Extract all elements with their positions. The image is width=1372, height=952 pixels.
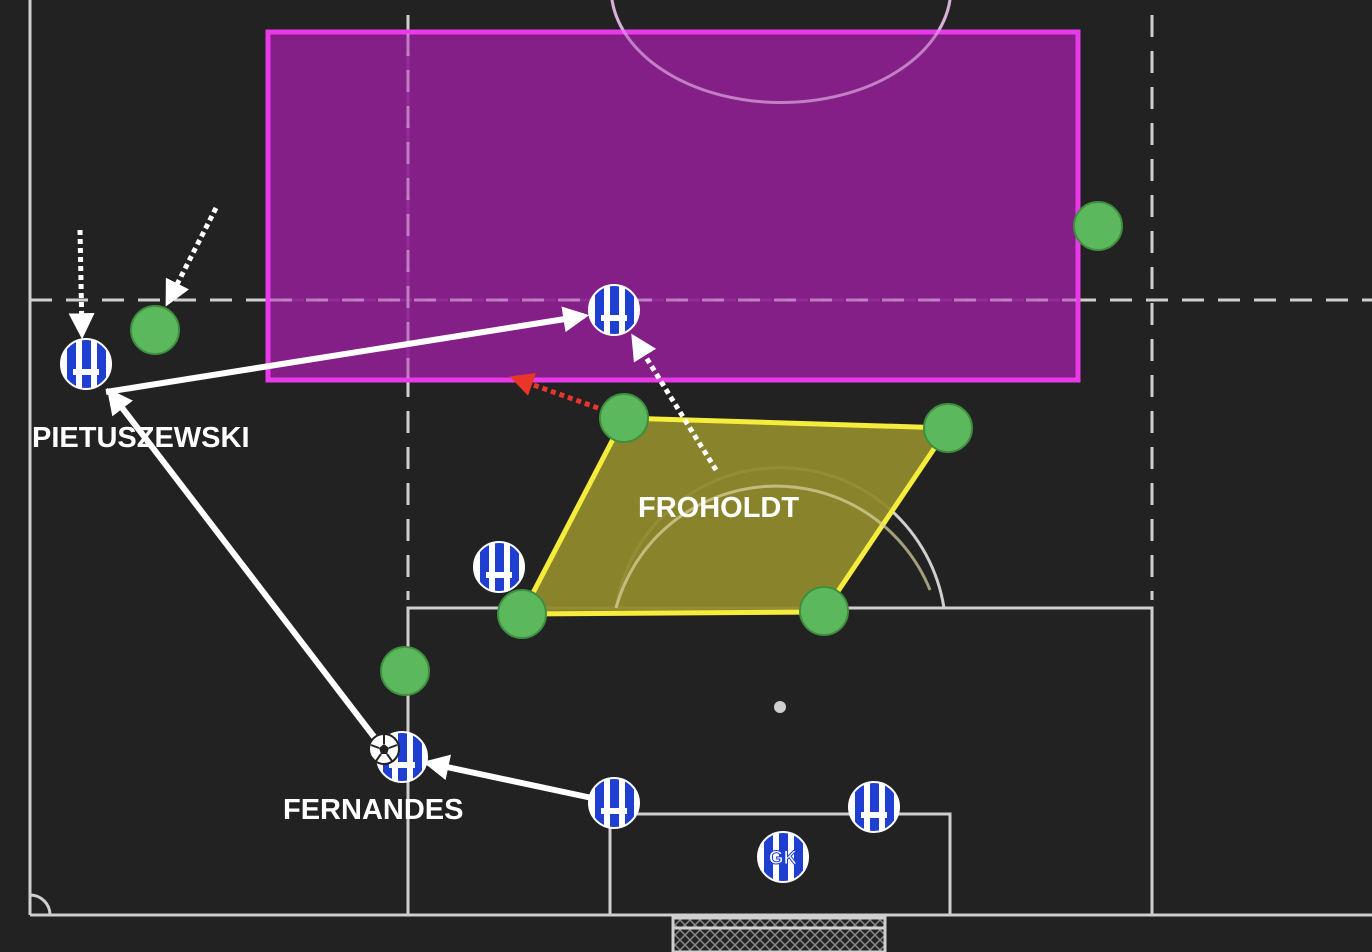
press-arrow-red[interactable]	[509, 373, 599, 411]
team-token-pietuszewski[interactable]	[60, 338, 112, 390]
corner-arc	[29, 893, 52, 916]
run-arrow-froholdt[interactable]	[631, 333, 719, 472]
opponent-token[interactable]	[799, 586, 849, 636]
team-token-centre-back-left[interactable]	[588, 777, 640, 829]
penalty-arc-overlay	[614, 484, 932, 609]
pass-arrow-defender-to-fernandes[interactable]	[422, 754, 593, 801]
six-yard-box	[608, 812, 952, 915]
arrows	[68, 206, 719, 801]
target-zone[interactable]	[265, 29, 1081, 383]
zone-overlay-lines	[270, 0, 1076, 378]
team-token-goalkeeper[interactable]: GK	[757, 831, 809, 883]
goalkeeper-badge: GK	[769, 848, 798, 869]
opponent-token[interactable]	[599, 393, 649, 443]
opponent-token[interactable]	[923, 403, 973, 453]
penalty-spot	[774, 701, 786, 713]
opponent-token[interactable]	[380, 646, 430, 696]
opponent-token[interactable]	[1073, 201, 1123, 251]
team-token-centre-back-right[interactable]	[848, 781, 900, 833]
team-token-left-midfield[interactable]	[473, 541, 525, 593]
label-fernandes: FERNANDES	[283, 794, 463, 826]
goal-net-icon	[671, 916, 887, 952]
opponent-token[interactable]	[497, 589, 547, 639]
label-pietuszewski: PIETUSZEWSKI	[32, 422, 250, 454]
opponent-players	[130, 201, 1123, 696]
label-froholdt: FROHOLDT	[638, 492, 799, 524]
opponent-token[interactable]	[130, 305, 180, 355]
pass-arrow-pietuszewski-to-midfielder[interactable]	[105, 306, 590, 395]
pass-arrow-fernandes-to-pietuszewski[interactable]	[106, 387, 381, 744]
team-token-midfielder[interactable]	[588, 284, 640, 336]
football-icon[interactable]	[368, 733, 400, 765]
